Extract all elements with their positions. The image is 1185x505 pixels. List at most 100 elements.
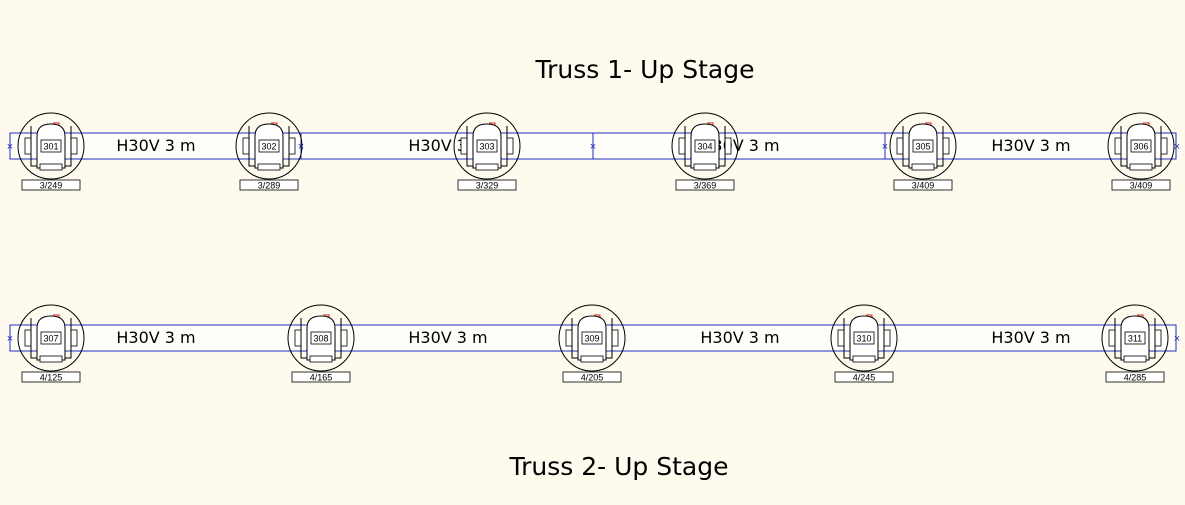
fixture-outline-circle [889, 112, 957, 180]
fixture-address-box [1105, 371, 1165, 383]
fixture: 305 3/409 [889, 112, 957, 191]
fixture-number: 307 [43, 334, 58, 344]
fixture: 306 3/409 [1107, 112, 1175, 191]
fixture-number-box [310, 331, 332, 345]
fixture-number-box [40, 331, 62, 345]
truss-1-title: Truss 1- Up Stage [535, 55, 755, 84]
fixture-handle-right [611, 329, 619, 347]
fixture-base [1123, 355, 1147, 363]
truss-1-segment-label: H30V 3 m [700, 136, 779, 155]
fixture-number: 304 [697, 142, 712, 152]
fixture-number-box [258, 139, 280, 153]
fixture-address: 4/245 [853, 373, 876, 383]
truss-2-segment-label: H30V 3 m [991, 328, 1070, 347]
fixture-address: 3/409 [912, 181, 935, 191]
fixture-handle-left [24, 329, 32, 347]
fixture-handle-left [242, 137, 250, 155]
truss-1: × × × × × H30V 3 m H30V 3 m H30V 3 m H30… [7, 132, 1180, 160]
fixture-address: 4/205 [581, 373, 604, 383]
fixture-address-box [291, 371, 351, 383]
fixture-address: 4/125 [40, 373, 63, 383]
truss-2-segment-label: H30V 3 m [116, 328, 195, 347]
fixture-handle-right [942, 137, 950, 155]
fixture-handle-right [288, 137, 296, 155]
fixture-base [852, 355, 876, 363]
fixture-address: 3/289 [258, 181, 281, 191]
fixture-base [1129, 163, 1153, 171]
truss-1-segment-label: H30V 3 m [116, 136, 195, 155]
truss-1-end-marker-right: × [1174, 141, 1180, 153]
fixture-address-box [675, 179, 735, 191]
fixture-outline-circle [1107, 112, 1175, 180]
fixture-address-box [1111, 179, 1171, 191]
fixture: 307 4/125 [17, 304, 85, 383]
fixture-address: 4/165 [310, 373, 333, 383]
fixture-number: 311 [1128, 334, 1142, 344]
fixture-number: 309 [584, 334, 599, 344]
fixture-address-box [21, 371, 81, 383]
fixture-outline-circle [17, 112, 85, 180]
fixture: 303 3/329 [453, 112, 521, 191]
fixture-number-box [40, 139, 62, 153]
fixture-handle-left [24, 137, 32, 155]
fixture-base [257, 163, 281, 171]
fixture-number-box [1130, 139, 1152, 153]
fixture-handle-right [70, 137, 78, 155]
fixture-base [309, 355, 333, 363]
fixture-handle-right [70, 329, 78, 347]
fixture-outline-circle [17, 304, 85, 372]
fixture-address: 3/329 [476, 181, 499, 191]
fixture-address-box [21, 179, 81, 191]
fixture-outline-circle [287, 304, 355, 372]
fixture-address: 3/409 [1130, 181, 1153, 191]
fixture-address: 3/369 [694, 181, 717, 191]
fixture-address-box [893, 179, 953, 191]
fixture-outline-circle [830, 304, 898, 372]
fixture-number-box [853, 331, 875, 345]
truss-1-segment-label: H30V 3 m [408, 136, 487, 155]
truss-2-segment-label: H30V 3 m [700, 328, 779, 347]
truss-2-title: Truss 2- Up Stage [509, 452, 729, 481]
fixture-handle-right [1154, 329, 1162, 347]
fixture-handle-left [460, 137, 468, 155]
fixture-handle-right [883, 329, 891, 347]
truss-1-segment-label: H30V 3 m [991, 136, 1070, 155]
fixture-outline-circle [558, 304, 626, 372]
fixture-number: 306 [1133, 142, 1148, 152]
fixture-handle-left [678, 137, 686, 155]
fixture-handle-left [1114, 137, 1122, 155]
fixture-handle-right [724, 137, 732, 155]
fixture-handle-left [294, 329, 302, 347]
fixture-number: 301 [43, 142, 58, 152]
fixture-address: 3/249 [40, 181, 63, 191]
fixture-address-box [562, 371, 622, 383]
fixture-outline-circle [453, 112, 521, 180]
fixture-base [39, 355, 63, 363]
fixture-number: 305 [915, 142, 930, 152]
fixture-outline-circle [671, 112, 739, 180]
fixture-address-box [239, 179, 299, 191]
fixture-base [39, 163, 63, 171]
fixture-number-box [694, 139, 716, 153]
fixture-base [580, 355, 604, 363]
fixture-number: 303 [479, 142, 494, 152]
truss-2-end-marker-left: × [7, 333, 13, 345]
fixture-outline-circle [235, 112, 303, 180]
fixture-address-box [834, 371, 894, 383]
truss-2-segment-label: H30V 3 m [408, 328, 487, 347]
truss-1-joint-marker: × [298, 141, 304, 153]
fixture-outline-circle [1101, 304, 1169, 372]
fixture-base [693, 163, 717, 171]
fixture: 304 3/369 [671, 112, 739, 191]
fixture-number-box [581, 331, 603, 345]
truss-1-end-marker-left: × [7, 141, 13, 153]
fixture-handle-left [1108, 329, 1116, 347]
fixture-handle-right [506, 137, 514, 155]
fixture-number: 310 [856, 334, 871, 344]
